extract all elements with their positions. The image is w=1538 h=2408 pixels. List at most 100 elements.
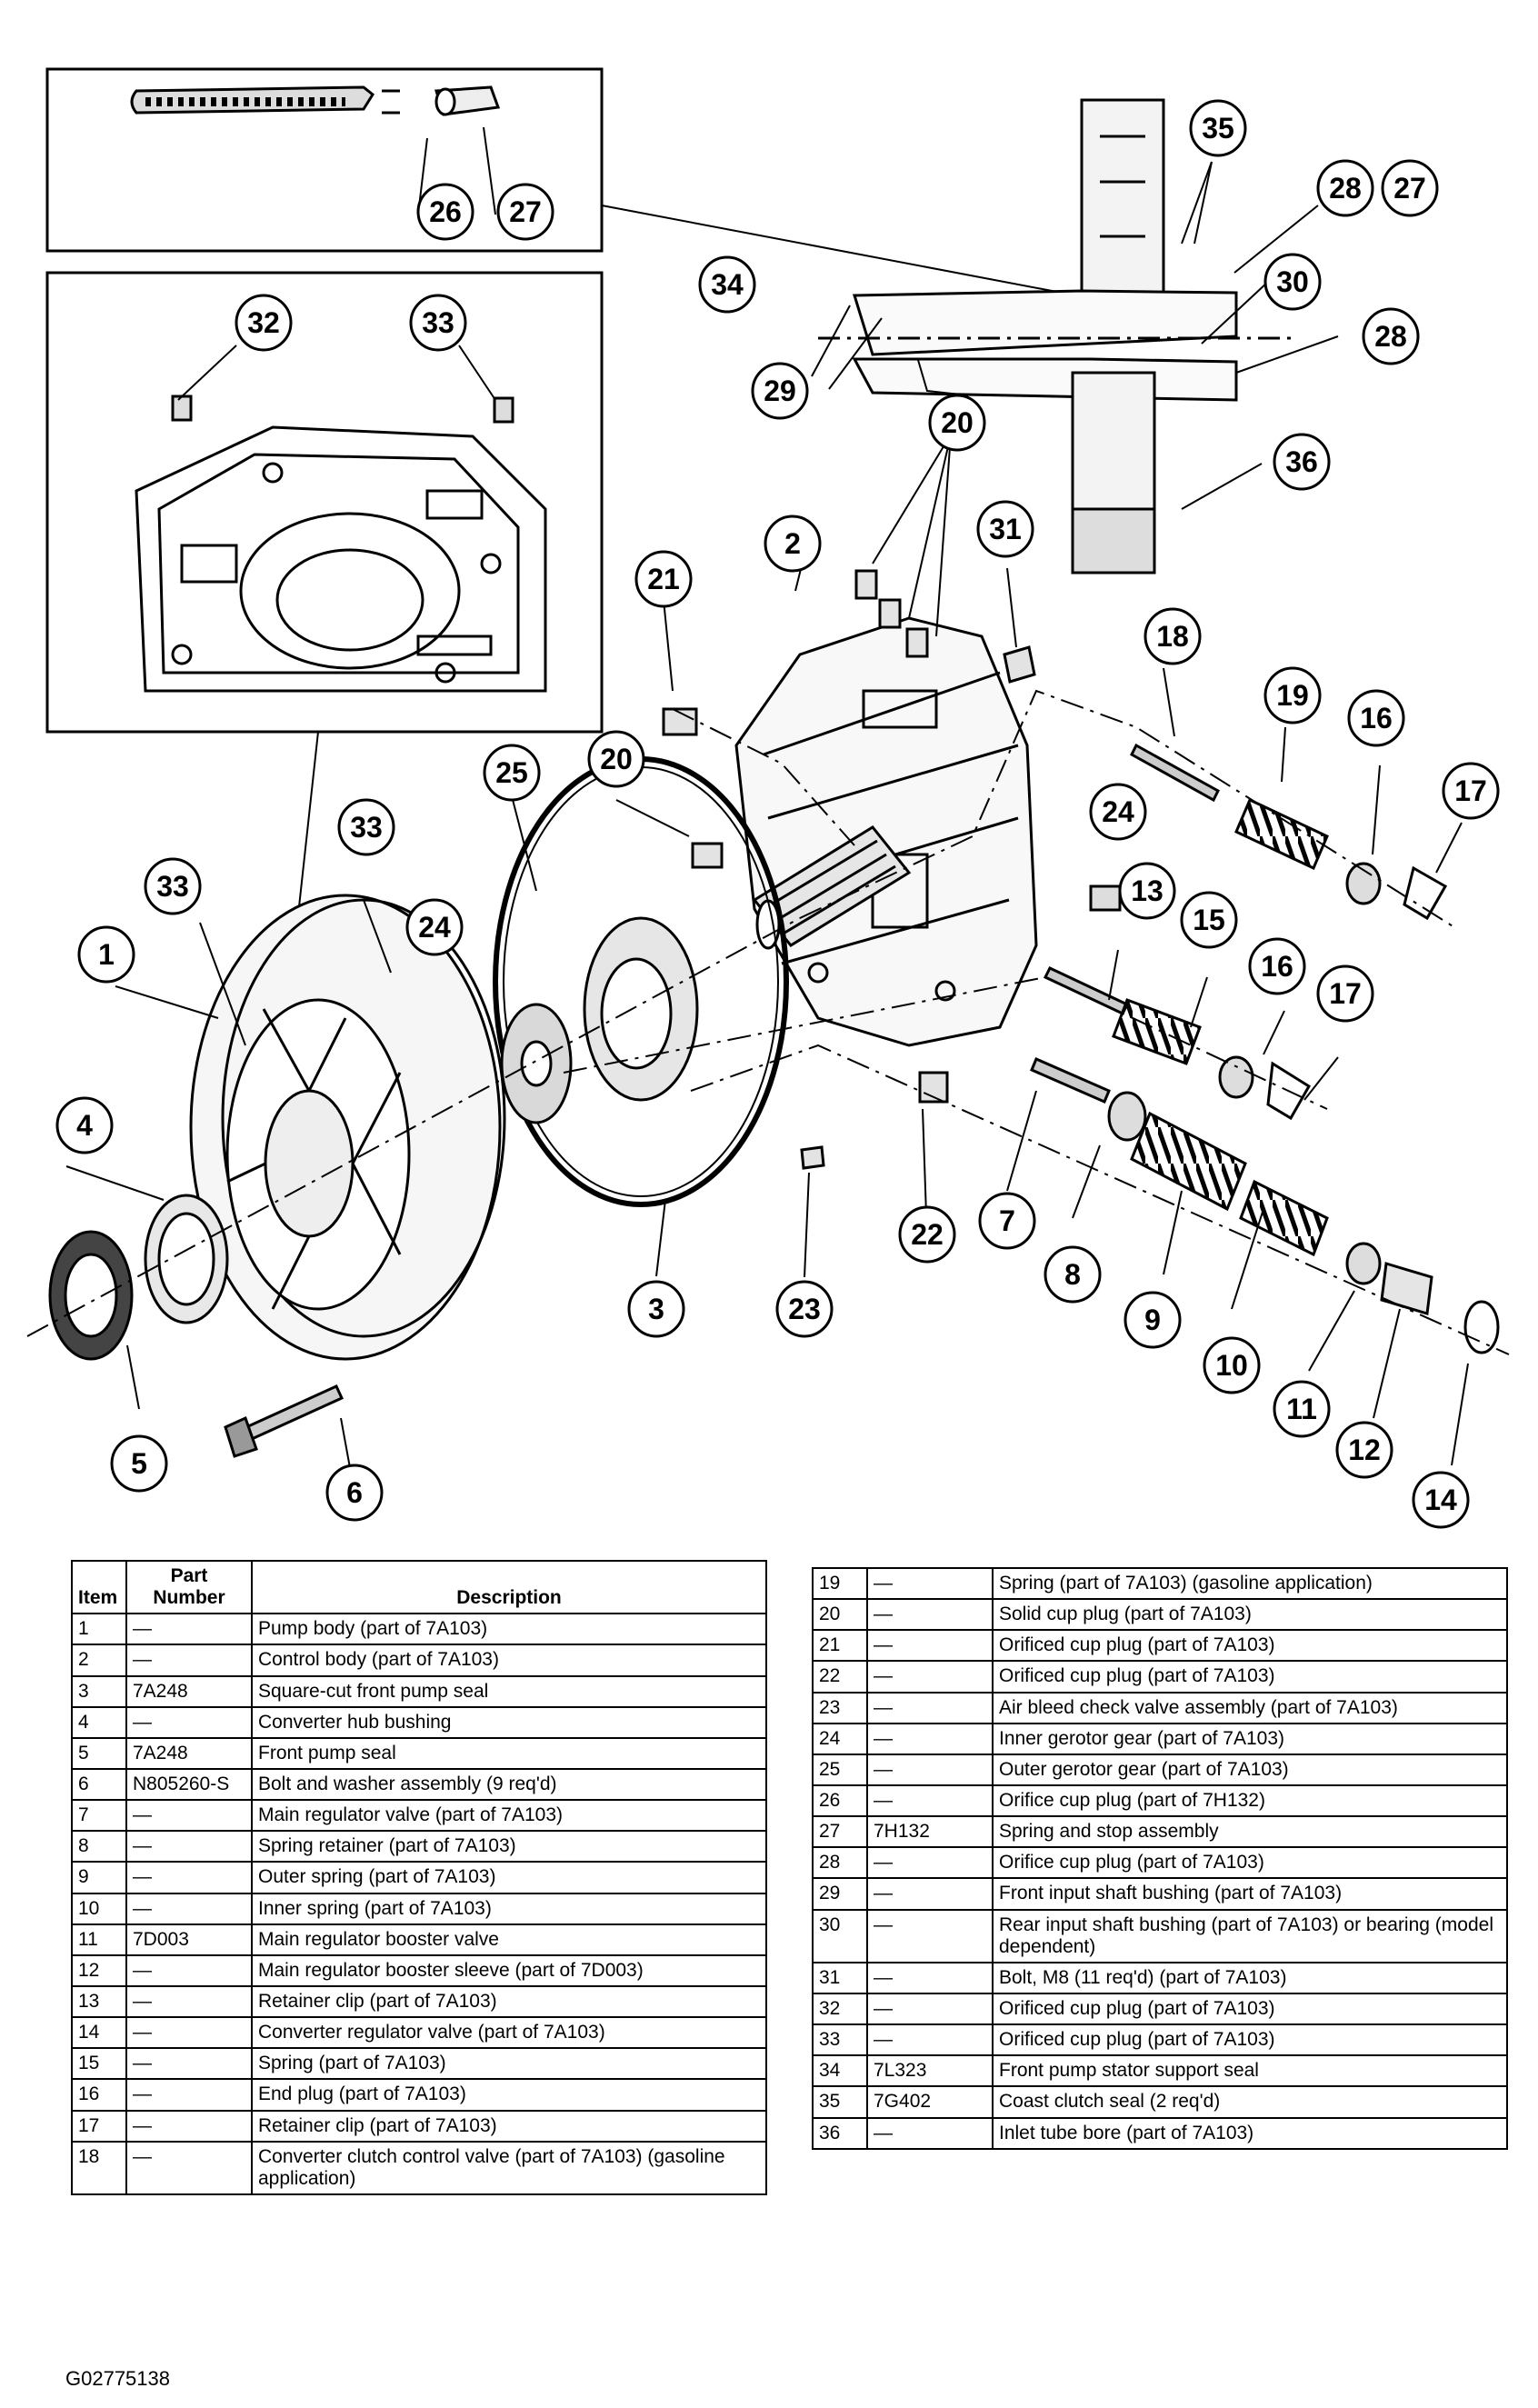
cell-part-number: — bbox=[866, 1784, 994, 1818]
cell-description: Orificed cup plug (part of 7A103) bbox=[992, 1992, 1508, 2026]
orifice-plug-drawing bbox=[130, 85, 501, 116]
cell-description: Front pump seal bbox=[251, 1736, 767, 1770]
cell-description: Retainer clip (part of 7A103) bbox=[251, 2109, 767, 2143]
cell-description: Main regulator booster sleeve (part of 7… bbox=[251, 1953, 767, 1987]
exploded-view-diagram: 26 27 32 33 35 28 27 34 30 28 29 20 36 2… bbox=[26, 67, 1510, 1529]
cell-item: 24 bbox=[812, 1722, 868, 1755]
svg-text:31: 31 bbox=[989, 513, 1022, 545]
table-row: 16—End plug (part of 7A103) bbox=[71, 2078, 767, 2112]
svg-text:9: 9 bbox=[1144, 1304, 1161, 1336]
cell-description: Converter clutch control valve (part of … bbox=[251, 2140, 767, 2195]
cell-item: 7 bbox=[71, 1799, 127, 1833]
cell-description: Inlet tube bore (part of 7A103) bbox=[992, 2116, 1508, 2150]
cell-description: Solid cup plug (part of 7A103) bbox=[992, 1598, 1508, 1632]
cell-description: Spring retainer (part of 7A103) bbox=[251, 1830, 767, 1863]
callout-11: 11 bbox=[1273, 1380, 1331, 1438]
cell-part-number: — bbox=[125, 1799, 253, 1833]
cell-item: 21 bbox=[812, 1629, 868, 1663]
cell-item: 15 bbox=[71, 2047, 127, 2081]
parts-table-right: 19—Spring (part of 7A103) (gasoline appl… bbox=[812, 1566, 1508, 2150]
callout-14: 13 bbox=[1118, 862, 1176, 920]
cell-part-number: — bbox=[125, 2016, 253, 2050]
cell-item: 22 bbox=[812, 1660, 868, 1694]
cell-item: 11 bbox=[71, 1923, 127, 1956]
cell-description: Square-cut front pump seal bbox=[251, 1674, 767, 1708]
center-lines bbox=[26, 689, 1510, 1355]
svg-text:21: 21 bbox=[647, 563, 680, 595]
svg-text:30: 30 bbox=[1276, 265, 1309, 298]
cell-item: 36 bbox=[812, 2116, 868, 2150]
header-item: Item bbox=[71, 1559, 127, 1615]
cell-description: Orificed cup plug (part of 7A103) bbox=[992, 2023, 1508, 2057]
callout-36: 36 bbox=[1273, 433, 1331, 491]
cell-part-number: — bbox=[866, 1691, 994, 1724]
cell-item: 30 bbox=[812, 1908, 868, 1963]
callout-26b: 27 bbox=[1381, 159, 1439, 217]
svg-text:33: 33 bbox=[156, 870, 189, 903]
cell-part-number: N805260-S bbox=[125, 1767, 253, 1802]
cell-part-number: — bbox=[866, 1992, 994, 2026]
svg-text:19: 19 bbox=[1276, 679, 1309, 712]
cell-part-number: — bbox=[125, 1705, 253, 1739]
cell-part-number: — bbox=[866, 1908, 994, 1963]
table-row: 19—Spring (part of 7A103) (gasoline appl… bbox=[812, 1566, 1508, 1601]
cell-part-number: — bbox=[125, 1861, 253, 1894]
svg-text:28: 28 bbox=[1329, 172, 1362, 205]
cell-part-number: — bbox=[866, 1629, 994, 1663]
svg-text:3: 3 bbox=[648, 1293, 664, 1325]
cell-part-number: — bbox=[866, 1566, 994, 1601]
callout-32: 32 bbox=[235, 294, 293, 352]
callout-8: 8 bbox=[1044, 1245, 1102, 1304]
svg-text:33: 33 bbox=[422, 306, 454, 339]
callout-34: 34 bbox=[698, 255, 756, 314]
cell-description: End plug (part of 7A103) bbox=[251, 2078, 767, 2112]
svg-text:16: 16 bbox=[1360, 702, 1393, 734]
cell-description: Main regulator booster valve bbox=[251, 1923, 767, 1956]
table-row: 10—Inner spring (part of 7A103) bbox=[71, 1892, 767, 1925]
table-row: 12—Main regulator booster sleeve (part o… bbox=[71, 1953, 767, 1987]
cell-description: Bolt, M8 (11 req'd) (part of 7A103) bbox=[992, 1961, 1508, 1994]
callout-19: 19 bbox=[1263, 666, 1322, 724]
svg-text:29: 29 bbox=[764, 375, 796, 407]
cell-description: Coast clutch seal (2 req'd) bbox=[992, 2085, 1508, 2119]
table-row: 1—Pump body (part of 7A103) bbox=[71, 1613, 767, 1646]
cell-description: Converter hub bushing bbox=[251, 1705, 767, 1739]
cell-part-number: 7L323 bbox=[866, 2054, 994, 2088]
control-body-drawing bbox=[734, 616, 1038, 1047]
table-row: 18—Converter clutch control valve (part … bbox=[71, 2140, 767, 2195]
table-row: 33—Orificed cup plug (part of 7A103) bbox=[812, 2023, 1508, 2057]
cell-part-number: 7A248 bbox=[125, 1674, 253, 1708]
svg-text:27: 27 bbox=[1393, 172, 1426, 205]
cell-part-number: — bbox=[125, 1953, 253, 1987]
table-row: 25—Outer gerotor gear (part of 7A103) bbox=[812, 1753, 1508, 1786]
cell-description: Main regulator valve (part of 7A103) bbox=[251, 1799, 767, 1833]
callout-33b: 33 bbox=[337, 798, 395, 856]
svg-text:24: 24 bbox=[1102, 795, 1134, 828]
svg-text:1: 1 bbox=[98, 938, 115, 971]
svg-text:33: 33 bbox=[350, 811, 383, 844]
cell-item: 1 bbox=[71, 1613, 127, 1646]
cell-part-number: — bbox=[125, 1984, 253, 2019]
cell-item: 23 bbox=[812, 1691, 868, 1724]
callout-27: 27 bbox=[496, 183, 554, 241]
callout-24b: 24 bbox=[405, 898, 464, 956]
cell-item: 8 bbox=[71, 1830, 127, 1863]
header-part-number: Part Number bbox=[125, 1559, 253, 1615]
cell-item: 31 bbox=[812, 1961, 868, 1994]
cell-description: Spring (part of 7A103) bbox=[251, 2047, 767, 2081]
cup-plugs-drawing bbox=[662, 569, 1036, 1170]
callout-20a: 20 bbox=[928, 394, 986, 452]
gerotor-gears-drawing bbox=[500, 916, 699, 1124]
table-row: 31—Bolt, M8 (11 req'd) (part of 7A103) bbox=[812, 1961, 1508, 1994]
shaft-drawing bbox=[752, 825, 912, 950]
cell-item: 29 bbox=[812, 1877, 868, 1911]
svg-text:18: 18 bbox=[1156, 620, 1189, 653]
cell-item: 18 bbox=[71, 2140, 127, 2195]
callout-15: 15 bbox=[1180, 891, 1238, 949]
bolt-drawing bbox=[224, 1384, 344, 1458]
svg-text:15: 15 bbox=[1193, 904, 1225, 936]
table-row: 20—Solid cup plug (part of 7A103) bbox=[812, 1598, 1508, 1632]
